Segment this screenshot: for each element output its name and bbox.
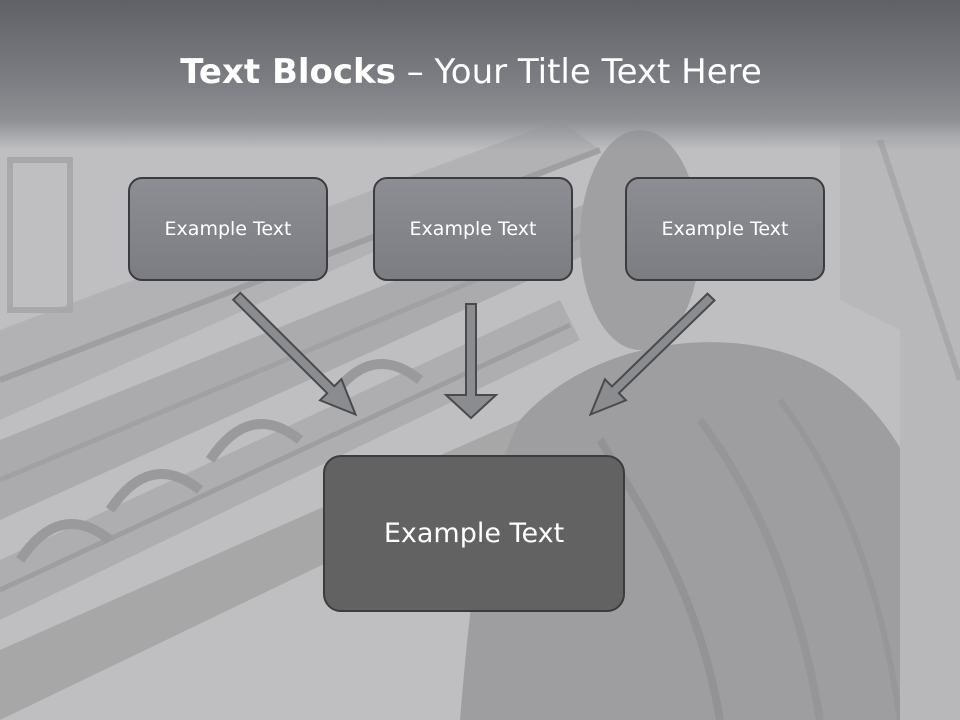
title-rest: Your Title Text Here bbox=[434, 52, 762, 92]
arrow-right-icon bbox=[588, 292, 716, 417]
text-block-3[interactable]: Example Text bbox=[625, 177, 825, 281]
arrow-center-icon bbox=[443, 303, 499, 420]
arrow-left-icon bbox=[231, 291, 358, 417]
title-bold: Text Blocks bbox=[180, 52, 396, 92]
text-block-2[interactable]: Example Text bbox=[373, 177, 573, 281]
title-bar bbox=[0, 0, 960, 150]
slide-title: Text Blocks – Your Title Text Here bbox=[0, 52, 942, 92]
result-text-block[interactable]: Example Text bbox=[323, 455, 625, 612]
title-dash: – bbox=[395, 52, 435, 92]
text-block-1[interactable]: Example Text bbox=[128, 177, 328, 281]
